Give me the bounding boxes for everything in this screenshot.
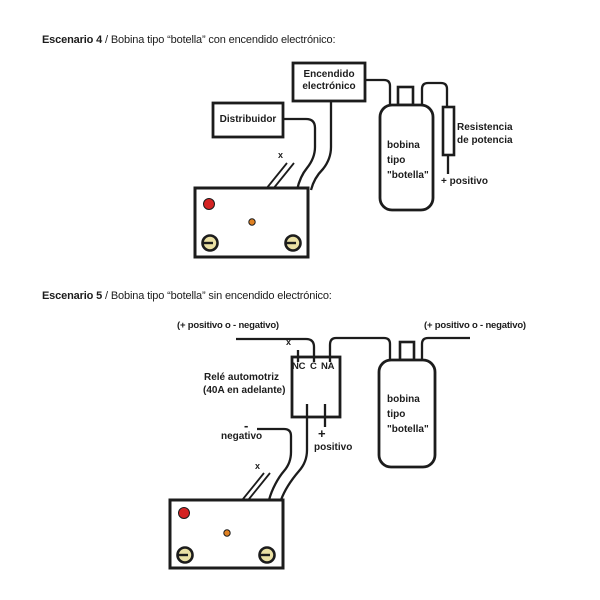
x-mark-1: x <box>278 150 284 160</box>
ignition-label-line2: electrónico <box>302 81 356 92</box>
bottle-coil-2 <box>377 358 437 469</box>
coil-neck-2 <box>398 340 416 362</box>
battery2-orange-indicator <box>223 529 231 537</box>
coil2-line3: "botella" <box>387 424 429 435</box>
coil2-line2: tipo <box>387 409 406 420</box>
relay-terminal-c: C <box>310 361 317 372</box>
scenario5-title-rest: / Bobina tipo “botella” sin encendido el… <box>102 290 332 302</box>
positive-label-2: positivo <box>314 442 353 453</box>
scenario4-title-bold: Escenario 4 <box>42 34 103 46</box>
resistor-label-line1: Resistencia <box>457 122 513 133</box>
battery-orange-indicator <box>248 218 256 226</box>
supply-label-left: (+ positivo o - negativo) <box>177 320 279 331</box>
wire-relay-to-coil <box>328 336 392 362</box>
relay-terminal-nc: NC <box>292 361 306 372</box>
resistor-label: Resistencia de potencia <box>457 121 513 147</box>
cut-wire-stub-2 <box>242 472 271 500</box>
relay-label-line1: Relé automotriz <box>204 372 280 383</box>
wire-coil-to-resistor <box>420 81 449 109</box>
relay-box <box>290 355 342 419</box>
coil1-line1: bobina <box>387 140 420 151</box>
positive-label-1: + positivo <box>441 176 488 187</box>
coil-neck-1 <box>396 85 415 107</box>
coil-label-2: bobina tipo "botella" <box>387 392 429 437</box>
coil1-line2: tipo <box>387 155 406 166</box>
coil1-line3: "botella" <box>387 170 429 181</box>
relay-label-line2: (40A en adelante) <box>203 385 286 396</box>
cut-wire-stub <box>265 162 295 190</box>
wire-relay-to-battery <box>279 404 309 501</box>
scenario5-title: Escenario 5 / Bobina tipo “botella” sin … <box>42 290 332 304</box>
negative-label: negativo <box>221 431 263 442</box>
scenario4-title-rest: / Bobina tipo “botella” con encendido el… <box>102 34 336 46</box>
power-resistor <box>441 105 456 157</box>
plus-sign: + <box>318 426 326 441</box>
x-mark-bottom: x <box>255 461 261 471</box>
wire-ignition-to-coil <box>365 78 392 107</box>
relay-label: Relé automotriz (40A en adelante) <box>203 371 285 397</box>
ignition-label-line1: Encendido <box>303 69 355 80</box>
distributor-box <box>211 101 285 139</box>
wire-supply-left <box>236 337 316 362</box>
minus-sign: - <box>244 418 249 433</box>
distributor-label: Distribuidor <box>219 114 277 125</box>
battery2-red-indicator <box>178 507 190 519</box>
battery-red-indicator <box>203 198 215 210</box>
wire-coil-supply-right <box>420 336 470 362</box>
x-mark-top: x <box>286 337 292 347</box>
wire-distributor-to-battery <box>283 117 317 191</box>
supply-label-right: (+ positivo o - negativo) <box>424 320 526 331</box>
scenario4-title: Escenario 4 / Bobina tipo “botella” con … <box>42 34 336 48</box>
wire-ignition-to-battery <box>309 101 333 191</box>
resistor-label-line2: de potencia <box>457 135 513 146</box>
bottle-coil-1 <box>378 103 435 212</box>
scenario5-title-bold: Escenario 5 <box>42 290 103 302</box>
electronic-ignition-box <box>291 61 367 103</box>
relay-terminal-na: NA <box>321 361 335 372</box>
coil2-line1: bobina <box>387 394 420 405</box>
wire-negative-to-battery <box>257 427 293 501</box>
coil-label-1: bobina tipo "botella" <box>387 138 429 183</box>
